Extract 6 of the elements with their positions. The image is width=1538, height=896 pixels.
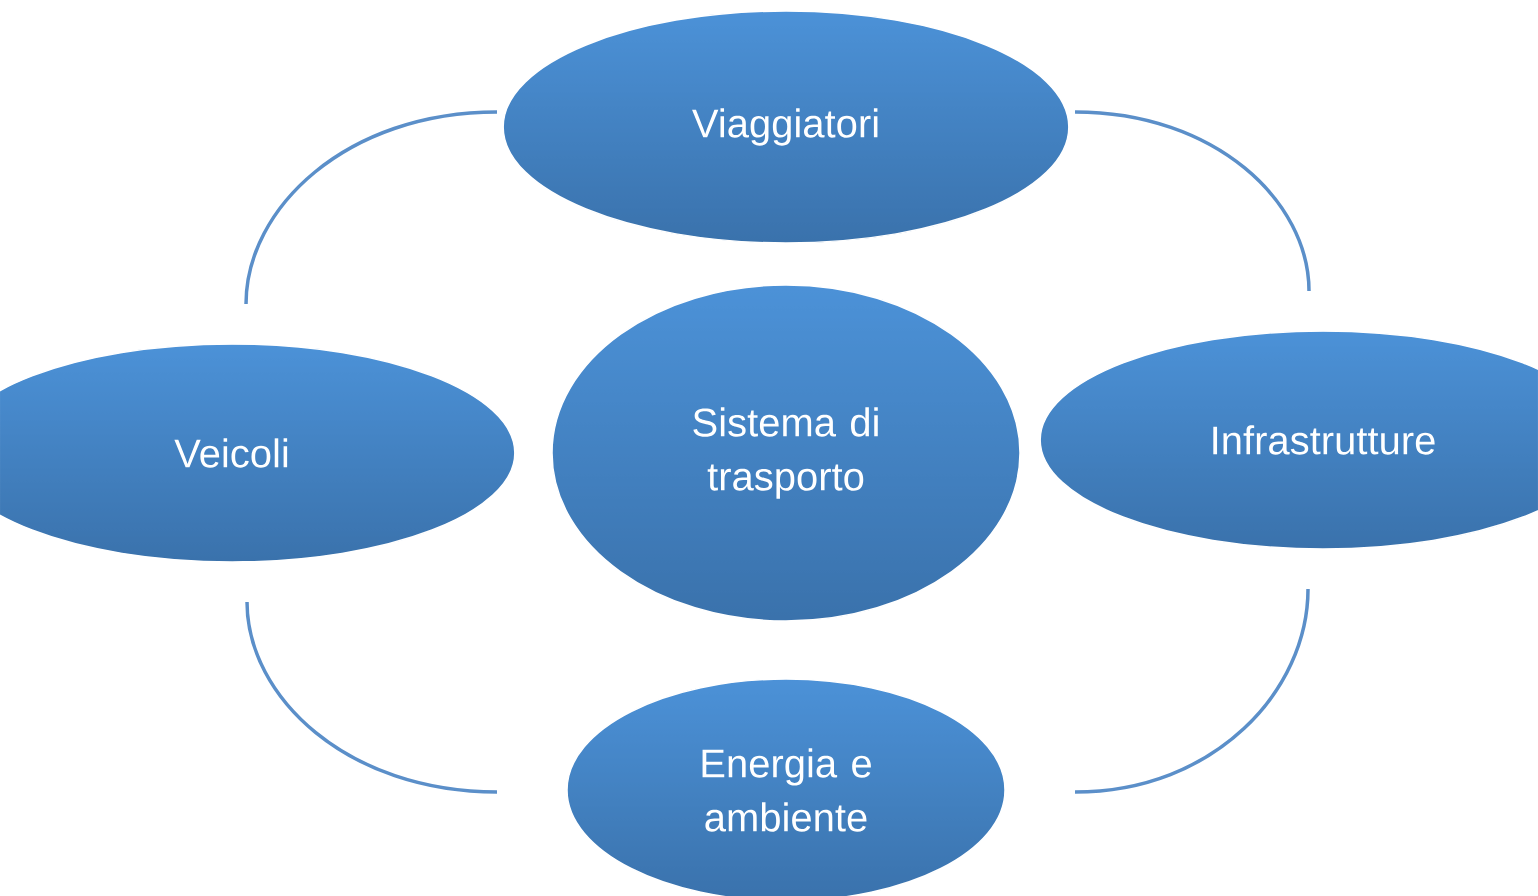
connector-arc bbox=[245, 601, 498, 794]
connector-arc bbox=[1074, 110, 1311, 292]
connector-arc bbox=[1074, 588, 1310, 794]
ellipse-node: Sistema di trasporto bbox=[551, 284, 1021, 622]
ellipse-node: Viaggiatori bbox=[502, 10, 1070, 244]
connector-arc bbox=[244, 110, 498, 305]
